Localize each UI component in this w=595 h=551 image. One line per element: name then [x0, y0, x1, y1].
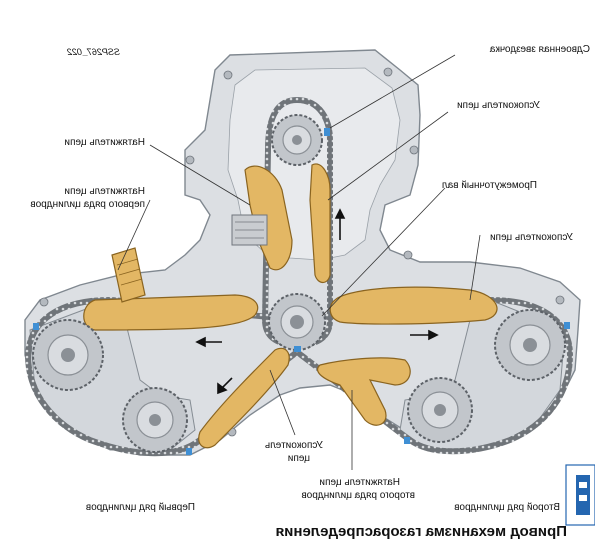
tensioner-bank2-arm — [317, 357, 411, 426]
label-tensioner-top: Натяжитель цепи — [64, 137, 145, 148]
camshaft-sprocket-bank2-lower — [407, 377, 473, 443]
chain-guides — [83, 163, 498, 449]
camshaft-sprocket-bank1-lower — [122, 387, 188, 453]
combined-sprocket-top — [271, 114, 323, 166]
guide-rail-bank1 — [83, 294, 259, 331]
camshaft-sprocket-bank1-upper — [32, 319, 104, 391]
label-bank1: Первый ряд цилиндров — [86, 502, 195, 513]
timing-markers — [33, 128, 570, 455]
guide-rail-bottom — [198, 347, 290, 449]
tensioner-bank1-body — [111, 247, 146, 303]
label-chain-guide-top: Успокоитель цепи — [457, 100, 540, 111]
diagram-title: Привод механизма газораспределения — [275, 523, 567, 540]
tensioner-guide-top — [244, 165, 293, 271]
camshaft-sprocket-bank2-upper — [494, 309, 566, 381]
guide-rail-top-right — [309, 163, 331, 284]
label-chain-guide-bottom-line1: Успокоитель — [265, 440, 323, 451]
label-chain-guide-bottom-line2: цепи — [288, 453, 310, 464]
guide-rail-bank2 — [329, 286, 498, 325]
publisher-logo — [565, 464, 595, 526]
label-combined-sprocket: Сдвоенная звездочка — [489, 44, 590, 55]
label-chain-guide-right: Успокоитель цепи — [490, 232, 573, 243]
intermediate-shaft-sprocket — [268, 293, 326, 351]
label-bank2: Второй ряд цилиндров — [454, 502, 560, 513]
leader-lines — [117, 54, 481, 470]
figure-code: SSP267_022 — [67, 47, 120, 57]
mirrored-text-layer: SSP267_022 Сдвоенная звездочка Успокоите… — [30, 44, 590, 540]
tensioner-body-top — [231, 214, 268, 246]
label-tensioner-bank2-line1: Натяжитель цепи — [319, 477, 400, 488]
label-tensioner-bank2-line2: второго ряда цилиндров — [301, 490, 415, 501]
label-tensioner-bank1-line1: Натяжитель цепи — [64, 186, 145, 197]
rotation-arrows — [195, 208, 439, 395]
label-tensioner-bank1-line2: первого ряда цилиндров — [30, 199, 145, 210]
label-intermediate-shaft: Промежуточный вал — [442, 180, 537, 191]
